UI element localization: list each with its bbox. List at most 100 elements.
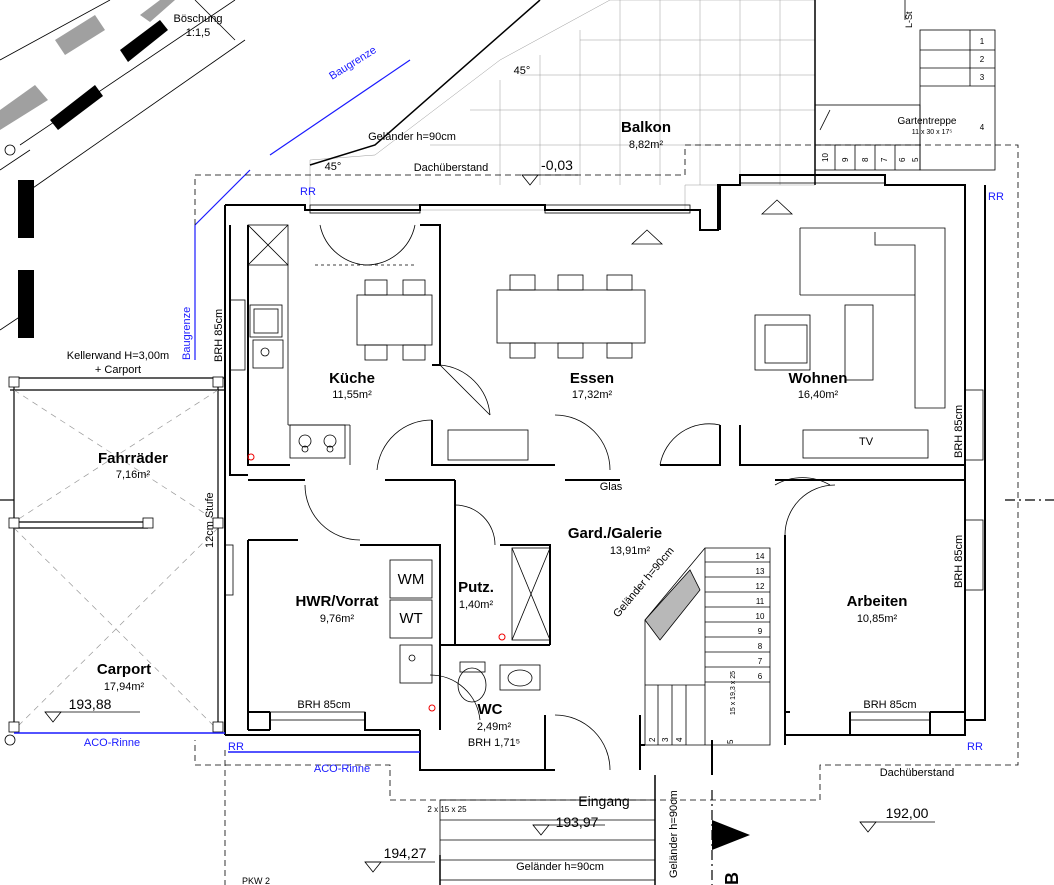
label-tv: TV (859, 436, 874, 448)
label-level-balkon: -0,03 (541, 157, 573, 173)
stair-num: 10 (821, 153, 830, 162)
label-brh-arbeiten-bottom: BRH 85cm (863, 699, 916, 711)
exterior-walls (224, 174, 986, 771)
room-area-wc: 2,49m² (477, 721, 512, 733)
label-brh-wohnen: BRH 85cm (953, 405, 965, 458)
entrance-area (224, 750, 656, 885)
stair-num: 13 (756, 567, 765, 576)
label-rr-4: RR (967, 741, 983, 753)
stair-num: 5 (911, 157, 920, 162)
stair-num: 8 (861, 157, 870, 162)
room-name-hwr: HWR/Vorrat (295, 593, 378, 610)
stair-numbers: 14 13 12 11 10 9 8 7 6 2 3 4 5 1 2 3 4 1… (648, 37, 985, 744)
room-labels: Küche 11,55m² Essen 17,32m² Wohnen 16,40… (97, 119, 908, 733)
stair-num: 10 (756, 612, 765, 621)
label-plus-carport: + Carport (95, 364, 141, 376)
stair-num: 7 (758, 657, 763, 666)
annotations: Böschung 1:1,5 Baugrenze Baugrenze 45° 4… (67, 11, 1004, 885)
label-rr-1: RR (300, 186, 316, 198)
section-marker-b (0, 499, 1054, 885)
label-gelaender-eingang-vert: Geländer h=90cm (668, 790, 680, 878)
label-glas: Glas (600, 481, 623, 493)
label-boeschung: Böschung (174, 13, 223, 25)
hwr-wc-fixtures (389, 547, 551, 703)
label-brh-kueche: BRH 85cm (213, 309, 225, 362)
room-area-kueche: 11,55m² (332, 389, 372, 401)
label-section-b: B (722, 872, 742, 885)
label-wm: WM (398, 571, 425, 588)
label-boeschung-ratio: 1:1,5 (186, 27, 210, 39)
stair-num: 14 (756, 552, 765, 561)
roof-overhang-outline (194, 144, 1019, 801)
label-level-lower: 194,27 (384, 845, 427, 861)
label-pkw: PKW 2 (242, 876, 270, 885)
label-wt: WT (399, 610, 422, 627)
room-area-balkon: 8,82m² (629, 139, 664, 151)
room-area-putz: 1,40m² (459, 599, 494, 611)
room-name-wc: WC (478, 701, 503, 718)
label-gelaender-eingang: Geländer h=90cm (516, 861, 604, 873)
room-name-essen: Essen (570, 370, 614, 387)
stair-num: 2 (980, 55, 985, 64)
dining-table (447, 274, 646, 461)
room-area-galerie: 13,91m² (610, 545, 651, 557)
stair-num: 12 (756, 582, 765, 591)
label-gelaender-balkon: Geländer h=90cm (368, 131, 456, 143)
stair-num: 7 (880, 157, 889, 162)
garden-stair (814, 0, 996, 171)
label-angle-left: 45° (325, 161, 342, 173)
label-gartentreppe: Gartentreppe (898, 116, 957, 127)
room-area-carport: 17,94m² (104, 681, 145, 693)
stair-num: 5 (726, 739, 735, 744)
room-area-hwr: 9,76m² (320, 613, 355, 625)
carport-crosses (13, 389, 219, 731)
stair-num: 8 (758, 642, 763, 651)
room-area-essen: 17,32m² (572, 389, 613, 401)
room-area-arbeiten: 10,85m² (857, 613, 898, 625)
label-treppe-dims: 15 x 19,3 x 25 (730, 671, 737, 715)
label-level-carport: 193,88 (69, 696, 112, 712)
carport-posts (8, 376, 224, 733)
label-aco-house: ACO-Rinne (314, 763, 370, 775)
windows (224, 174, 984, 721)
label-gartentreppe-dims: 11 x 30 x 17⁵ (912, 129, 953, 136)
stair-num: 3 (661, 737, 670, 742)
interior-walls (248, 224, 965, 770)
label-l-st: L-St (904, 11, 914, 28)
stair-num: 6 (898, 157, 907, 162)
room-name-galerie: Gard./Galerie (568, 525, 662, 542)
label-brh-hwr: BRH 85cm (297, 699, 350, 711)
baugrenze-lines (194, 59, 411, 360)
label-dachueberstand-top: Dachüberstand (414, 162, 489, 174)
room-name-putz: Putz. (458, 579, 494, 596)
level-markers (44, 174, 935, 873)
balkon-tile-grid (309, 0, 816, 211)
stair-cut-hatch (644, 569, 701, 641)
label-dachueberstand-bottom: Dachüberstand (880, 767, 955, 779)
doors (304, 224, 836, 771)
stair-num: 4 (675, 737, 684, 742)
red-markers (247, 453, 506, 712)
label-wc-brh: BRH 1,71⁵ (468, 737, 520, 749)
living-furniture (754, 227, 946, 459)
stair-num: 9 (758, 627, 763, 636)
stair-num: 9 (841, 157, 850, 162)
stair-num: 3 (980, 73, 985, 82)
label-level-garden: 192,00 (886, 805, 929, 821)
stair-num: 4 (980, 123, 985, 132)
stair-num: 1 (980, 37, 985, 46)
stair-num: 11 (756, 597, 765, 606)
room-name-balkon: Balkon (621, 119, 671, 136)
room-name-arbeiten: Arbeiten (847, 593, 908, 610)
label-rr-2: RR (988, 191, 1004, 203)
room-name-fahrraeder: Fahrräder (98, 450, 168, 467)
room-area-wohnen: 16,40m² (798, 389, 839, 401)
carport-structure (10, 377, 225, 730)
label-angle-top: 45° (514, 65, 531, 77)
stair-num: 2 (648, 737, 657, 742)
label-brh-arbeiten: BRH 85cm (953, 535, 965, 588)
stair-num: 6 (758, 672, 763, 681)
room-name-kueche: Küche (329, 370, 375, 387)
label-aco-carport: ACO-Rinne (84, 737, 140, 749)
